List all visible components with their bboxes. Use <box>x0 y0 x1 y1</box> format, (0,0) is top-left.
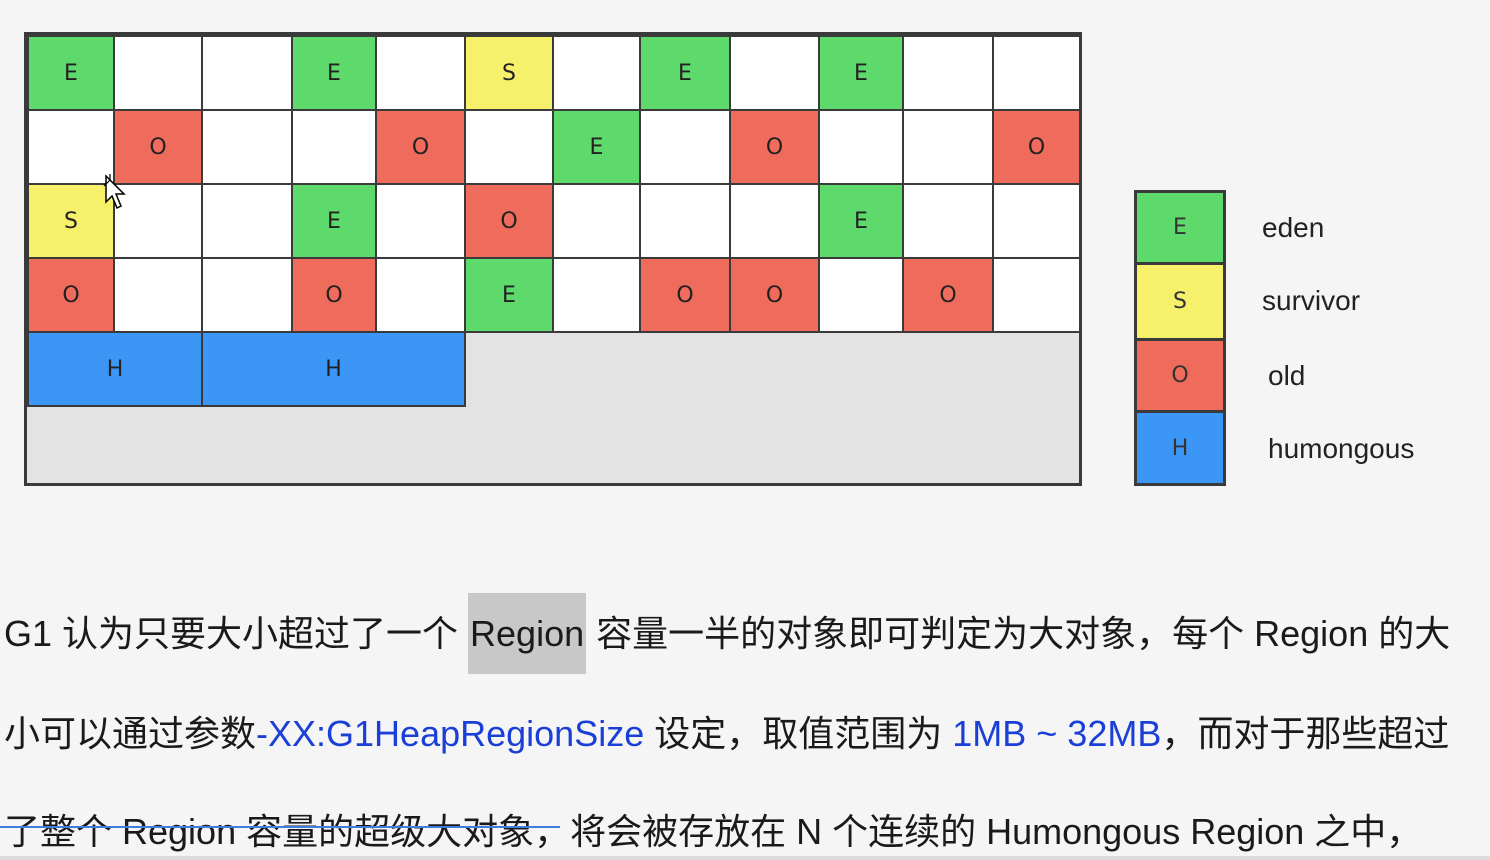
region-empty-cell <box>552 257 641 333</box>
paragraph-line-1: G1 认为只要大小超过了一个 Region 容量一半的对象即可判定为大对象，每个… <box>4 593 1451 674</box>
region-empty-cell <box>113 257 203 333</box>
highlighted-region-word: Region <box>468 593 587 674</box>
region-e-cell: E <box>552 109 641 185</box>
legend-label-survivor: survivor <box>1262 285 1361 316</box>
region-empty-cell <box>464 109 554 185</box>
region-empty-cell <box>201 109 293 185</box>
region-empty-cell <box>27 109 115 185</box>
region-empty-cell <box>201 183 293 259</box>
legend-label-humongous: humongous <box>1268 433 1415 464</box>
size-range: 1MB ~ 32MB <box>952 713 1162 754</box>
region-empty-cell <box>902 183 994 259</box>
region-empty-cell <box>729 183 820 259</box>
region-e-cell: E <box>639 35 731 111</box>
region-empty-cell <box>552 35 641 111</box>
legend-swatch-old: O <box>1134 338 1226 413</box>
region-empty-cell <box>818 257 904 333</box>
legend-swatch-survivor: S <box>1134 262 1226 341</box>
legend-label-old: old <box>1268 360 1306 391</box>
region-empty-cell <box>639 183 731 259</box>
legend-label-eden: eden <box>1262 212 1325 243</box>
region-humongous-cell: H <box>201 331 466 407</box>
region-e-cell: E <box>27 35 115 111</box>
region-empty-cell <box>992 183 1081 259</box>
region-e-cell: E <box>818 183 904 259</box>
region-empty-cell <box>375 35 466 111</box>
region-o-cell: O <box>902 257 994 333</box>
region-e-cell: E <box>818 35 904 111</box>
region-o-cell: O <box>992 109 1081 185</box>
region-empty-cell <box>201 35 293 111</box>
paragraph-line-1-end: 容量一半的对象即可判定为大对象，每个 Region 的大 <box>586 613 1451 654</box>
region-empty-cell <box>113 35 203 111</box>
region-empty-cell <box>992 257 1081 333</box>
paragraph-line-2-end: ，而对于那些超过 <box>1161 713 1450 754</box>
region-humongous-cell: H <box>27 331 203 407</box>
region-e-cell: E <box>291 35 377 111</box>
paragraph-line-3: 了整个 Region 容量的超级大对象，将会被存放在 N 个连续的 Humong… <box>4 811 1423 852</box>
region-o-cell: O <box>291 257 377 333</box>
region-o-cell: O <box>729 109 820 185</box>
region-o-cell: O <box>113 109 203 185</box>
region-empty-cell <box>552 183 641 259</box>
legend-swatch-humongous: H <box>1134 410 1226 486</box>
text-underline <box>0 826 560 828</box>
region-empty-cell <box>818 109 904 185</box>
paragraph-line-1-start: G1 认为只要大小超过了一个 <box>4 613 469 654</box>
paragraph-line-2-start: 小可以通过参数 <box>4 713 257 754</box>
region-empty-cell <box>639 109 731 185</box>
region-empty-cell <box>729 35 820 111</box>
paragraph-line-2: 小可以通过参数-XX:G1HeapRegionSize 设定，取值范围为 1MB… <box>4 712 1449 756</box>
paragraph-line-2-mid: 设定，取值范围为 <box>644 713 953 754</box>
region-empty-cell <box>201 257 293 333</box>
region-o-cell: O <box>729 257 820 333</box>
region-o-cell: O <box>27 257 115 333</box>
region-empty-cell <box>375 183 466 259</box>
region-o-cell: O <box>375 109 466 185</box>
region-empty-cell <box>291 109 377 185</box>
region-empty-cell <box>902 109 994 185</box>
region-o-cell: O <box>464 183 554 259</box>
region-o-cell: O <box>639 257 731 333</box>
region-e-cell: E <box>464 257 554 333</box>
region-empty-cell <box>375 257 466 333</box>
bottom-scrollbar-track <box>0 856 1490 860</box>
move-cursor-icon <box>103 174 126 210</box>
region-s-cell: S <box>464 35 554 111</box>
legend-swatch-eden: E <box>1134 190 1226 265</box>
jvm-parameter: -XX:G1HeapRegionSize <box>256 713 645 754</box>
region-empty-cell <box>902 35 994 111</box>
region-empty-cell <box>992 35 1081 111</box>
region-e-cell: E <box>291 183 377 259</box>
